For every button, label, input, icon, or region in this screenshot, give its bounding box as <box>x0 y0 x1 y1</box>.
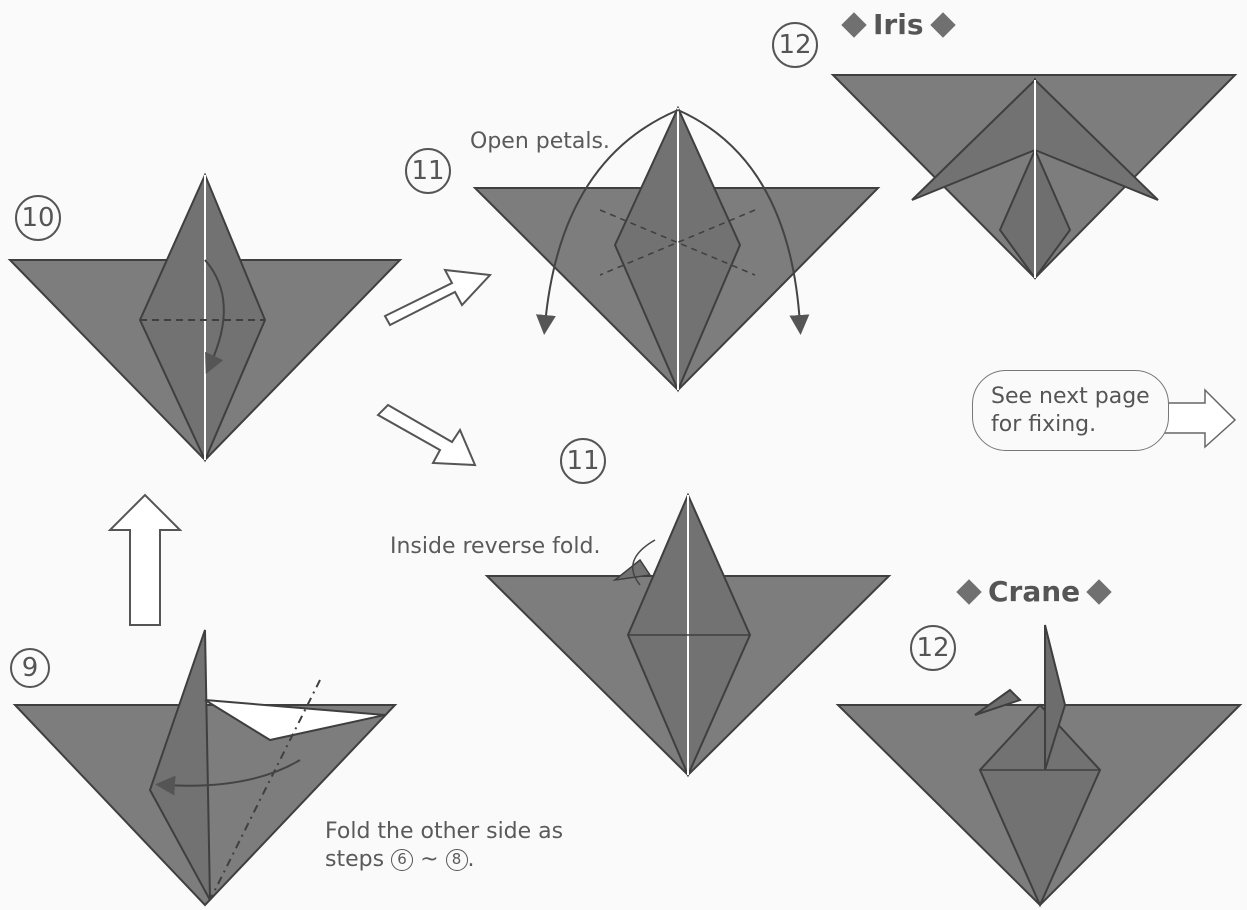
diamond-icon <box>929 11 956 38</box>
next-page-arrow <box>1159 388 1237 449</box>
step-11-iris-arrow-left <box>535 109 679 335</box>
step-12-crane-head <box>974 688 1022 716</box>
step-12-crane-figure <box>835 624 1243 908</box>
see-next-page-note: See next page for fixing. <box>972 370 1169 451</box>
crane-title: Crane <box>956 575 1112 608</box>
diamond-icon <box>841 11 867 38</box>
fold-other-side-note: Fold the other side as steps 6 ~ 8. <box>325 818 563 873</box>
up-arrow-9-to-10 <box>107 493 183 626</box>
see-next-page-line1: See next page <box>991 384 1150 409</box>
step-10-figure <box>7 172 403 463</box>
step-9-valley-line <box>209 679 321 901</box>
step-9-fold-arrow <box>155 759 301 796</box>
iris-title-text: Iris <box>873 8 924 41</box>
diamond-icon <box>1086 578 1112 605</box>
see-next-page-line2: for fixing. <box>991 411 1097 437</box>
fold-other-side-line2: steps 6 ~ 8. <box>325 846 563 874</box>
step-number-12-iris: 12 <box>772 22 818 68</box>
step-number-11-crane: 11 <box>560 438 606 484</box>
step-10-fold-arrow <box>204 259 225 375</box>
fold-other-side-prefix: steps <box>325 846 385 872</box>
step-ref-separator: ~ <box>420 846 439 872</box>
step-12-crane-body <box>978 703 1102 908</box>
arrow-10-to-11-iris <box>383 268 493 327</box>
step-ref-from: 6 <box>391 848 414 871</box>
step-9-flap <box>204 699 386 742</box>
open-petals-label: Open petals. <box>470 129 610 154</box>
step-11-iris-figure <box>472 105 881 393</box>
step-12-iris-figure <box>830 74 1238 280</box>
fold-other-side-line1: Fold the other side as <box>325 819 564 844</box>
step-number-10: 10 <box>15 195 61 241</box>
step-number-9: 9 <box>10 648 50 688</box>
diamond-icon <box>956 578 982 605</box>
step-11-iris-arrow-right <box>677 109 810 335</box>
crane-title-text: Crane <box>988 575 1081 608</box>
step-ref-to: 8 <box>445 848 468 871</box>
fold-other-side-end: . <box>467 846 475 872</box>
step-11-crane-figure <box>484 492 892 778</box>
arrow-10-to-11-crane <box>376 403 477 467</box>
step-9-figure <box>12 629 398 907</box>
step-9-point <box>148 629 211 901</box>
step-11-crane-reverse-arrow <box>632 539 656 586</box>
iris-title: Iris <box>841 8 956 41</box>
step-number-12-crane: 12 <box>910 625 956 671</box>
step-number-11-iris: 11 <box>405 148 451 194</box>
inside-reverse-fold-label: Inside reverse fold. <box>390 534 601 559</box>
step-12-crane-neck <box>1044 624 1067 771</box>
